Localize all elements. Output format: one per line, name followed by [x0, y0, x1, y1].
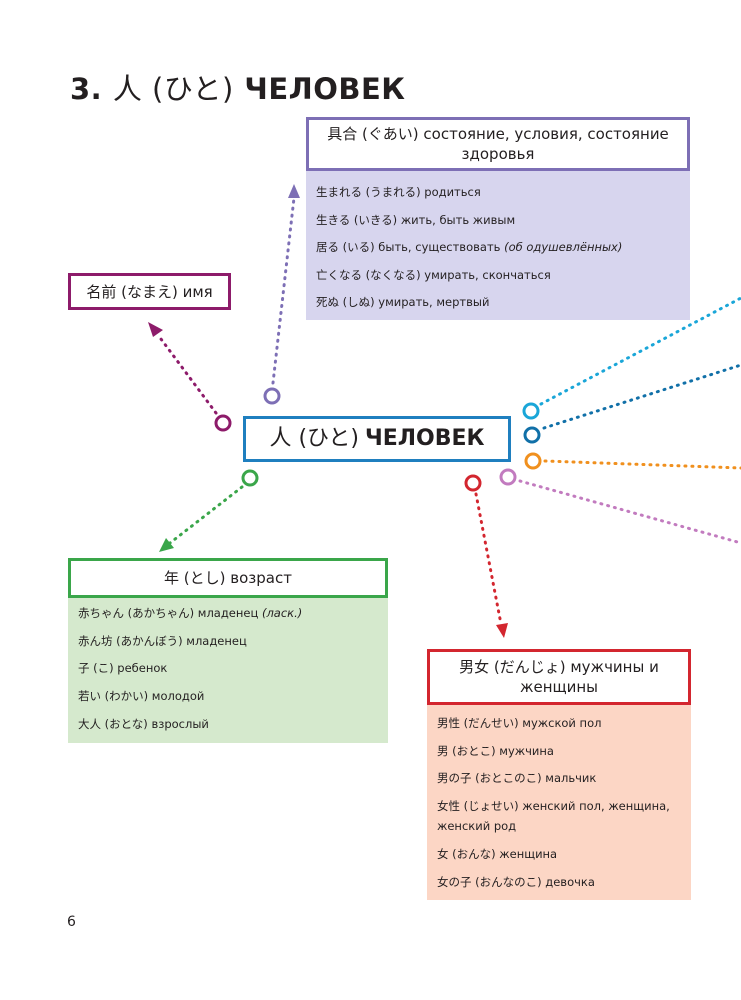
- title-word: ЧЕЛОВЕК: [244, 72, 406, 106]
- age-item: 赤ちゃん (あかちゃん) младенец (ласк.): [78, 606, 303, 620]
- gender-word-list: 男性 (だんせい) мужской пол 男 (おとこ) мужчина 男の…: [427, 705, 691, 900]
- age-item: 大人 (おとな) взрослый: [78, 717, 209, 731]
- gender-item: 女 (おんな) женщина: [437, 847, 558, 861]
- age-item: 子 (こ) ребенок: [78, 661, 168, 675]
- node-circle-gender: [464, 474, 482, 492]
- node-circle-pink: [499, 468, 517, 486]
- condition-item: 亡くなる (なくなる) умирать, скончаться: [316, 268, 551, 282]
- arrowhead-gender: [496, 623, 508, 638]
- page-title: 3. 人 (ひと) ЧЕЛОВЕК: [70, 66, 406, 108]
- gender-item: 男の子 (おとこのこ) мальчик: [437, 771, 597, 785]
- gender-label: 男女 (だんじょ) мужчины и женщины: [459, 658, 659, 696]
- gender-node: 男女 (だんじょ) мужчины и женщины: [427, 649, 691, 705]
- title-kanji: 人 (ひと): [112, 72, 234, 106]
- connector-pink: [518, 479, 741, 545]
- condition-item: 生まれる (うまれる) родиться: [316, 185, 481, 199]
- connector-age: [168, 485, 244, 545]
- gender-item: 男 (おとこ) мужчина: [437, 744, 554, 758]
- age-word-list: 赤ちゃん (あかちゃん) младенец (ласк.) 赤ん坊 (あかんぼう…: [68, 598, 388, 743]
- node-circle-orange: [524, 452, 542, 470]
- condition-label: 具合 (ぐあい) состояние, условия, состояние з…: [327, 125, 669, 163]
- condition-node: 具合 (ぐあい) состояние, условия, состояние з…: [306, 117, 690, 171]
- age-node: 年 (とし) возраст: [68, 558, 388, 598]
- center-word: ЧЕЛОВЕК: [364, 426, 485, 451]
- center-node: 人 (ひと) ЧЕЛОВЕК: [243, 416, 511, 462]
- node-circle-condition: [263, 387, 281, 405]
- gender-item: 女の子 (おんなのこ) девочка: [437, 875, 595, 889]
- arrowhead-condition: [288, 184, 300, 198]
- age-label: 年 (とし) возраст: [164, 569, 292, 587]
- name-label: 名前 (なまえ) имя: [86, 282, 213, 301]
- node-circle-cyan: [522, 402, 540, 420]
- name-node: 名前 (なまえ) имя: [68, 273, 231, 310]
- node-circle-darkblue: [523, 426, 541, 444]
- arrowhead-age: [159, 538, 174, 552]
- gender-item: 男性 (だんせい) мужской пол: [437, 716, 602, 730]
- connector-condition: [271, 196, 296, 385]
- node-circle-name: [214, 414, 232, 432]
- page-number: 6: [67, 914, 76, 930]
- gender-item: женский род: [437, 819, 517, 833]
- age-item: 赤ん坊 (あかんぼう) младенец: [78, 634, 247, 648]
- connector-cyan: [539, 296, 741, 406]
- condition-item: 死ぬ (しぬ) умирать, мертвый: [316, 295, 490, 309]
- condition-item: 生きる (いきる) жить, быть живым: [316, 213, 516, 227]
- connector-gender: [474, 492, 503, 626]
- arrowhead-name: [148, 322, 163, 337]
- connector-name: [156, 333, 218, 415]
- center-kanji: 人 (ひと): [269, 426, 359, 451]
- node-circle-age: [241, 469, 259, 487]
- connector-darkblue: [542, 363, 741, 430]
- condition-item: 居る (いる) быть, существовать (об одушевлён…: [316, 240, 623, 254]
- condition-word-list: 生まれる (うまれる) родиться 生きる (いきる) жить, быт…: [306, 171, 690, 320]
- age-item: 若い (わかい) молодой: [78, 689, 205, 703]
- gender-item: 女性 (じょせい) женский пол, женщина,: [437, 799, 670, 813]
- connector-orange: [543, 459, 741, 470]
- title-number: 3.: [70, 72, 103, 106]
